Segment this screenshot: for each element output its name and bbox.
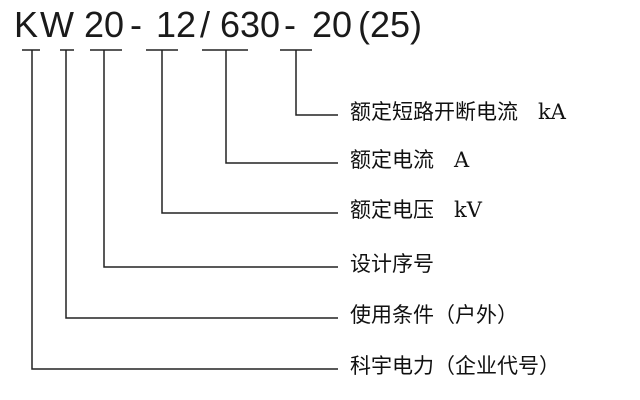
label-rated-current: 额定电流 A [350,148,470,172]
code-25: (25) [358,4,423,45]
code-20-breaking: 20 [312,4,353,45]
code-12: 12 [156,4,197,45]
label-rated-voltage: 额定电压 kV [350,198,482,222]
code-20: 20 [84,4,125,45]
label-rated-short-circuit-breaking-current: 额定短路开断电流 kA [350,100,566,124]
code-w: W [40,4,74,45]
code-dash-1: - [130,4,142,45]
code-slash: / [200,4,211,45]
code-dash-2: - [284,4,296,45]
label-usage-condition: 使用条件（户外） [350,303,518,327]
label-company-code: 科宇电力（企业代号） [350,354,560,378]
code-k: K [14,4,39,45]
label-design-number: 设计序号 [350,252,434,276]
code-630: 630 [220,4,281,45]
